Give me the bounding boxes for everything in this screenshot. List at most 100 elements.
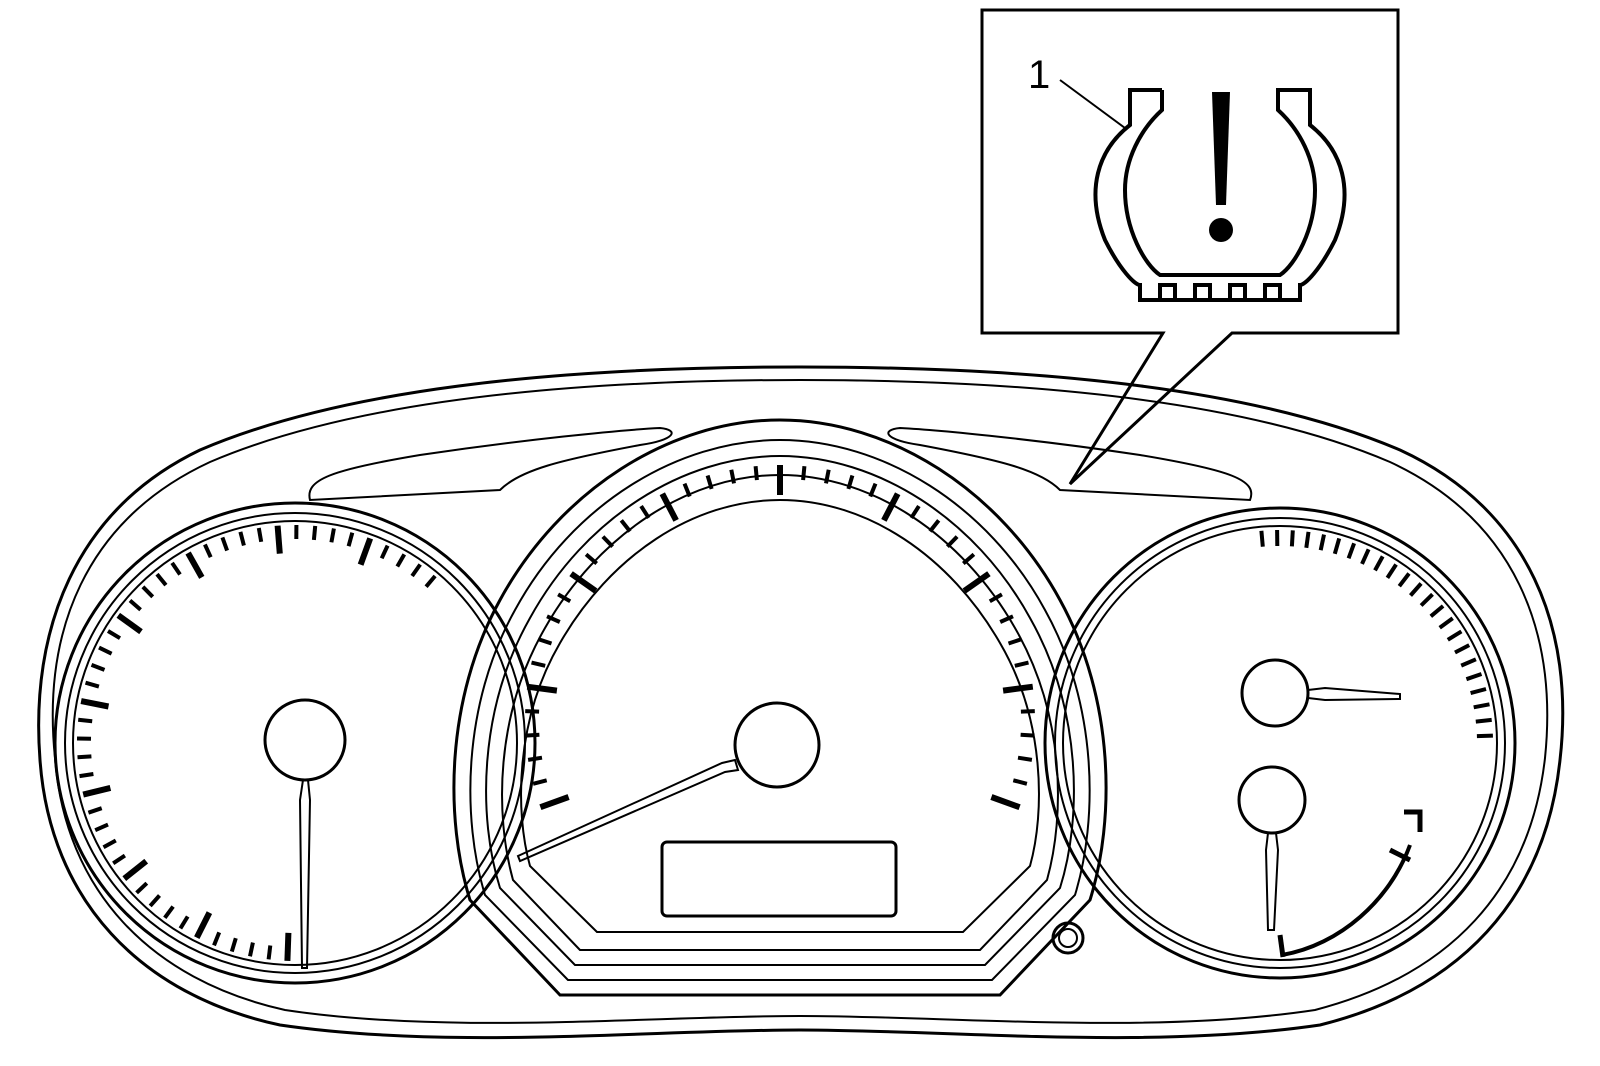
left-gauge-minor-tick bbox=[106, 629, 122, 640]
cluster-housing-inner bbox=[51, 378, 1549, 1024]
center-gauge-minor-tick bbox=[525, 732, 540, 738]
right-gauge-minor-tick bbox=[1259, 530, 1265, 547]
left-gauge-minor-tick bbox=[379, 544, 390, 560]
center-gauge-major-tick bbox=[539, 794, 570, 811]
tire-outline-inner bbox=[1122, 90, 1317, 277]
center-gauge-minor-tick bbox=[801, 466, 807, 481]
callout-leader-line bbox=[1059, 79, 1126, 129]
center-gauge-minor-tick bbox=[537, 637, 553, 646]
right-gauge-bezel bbox=[1043, 506, 1517, 980]
left-gauge-minor-tick bbox=[203, 543, 213, 559]
center-gauge-minor-tick bbox=[824, 469, 831, 484]
right-gauge-minor-tick bbox=[1409, 582, 1423, 597]
center-gauge-minor-tick bbox=[639, 505, 651, 519]
left-gauge-minor-tick bbox=[77, 754, 92, 760]
right-gauge-minor-tick bbox=[1318, 534, 1326, 551]
right-gauge-minor-tick bbox=[1289, 530, 1295, 547]
right-gauge-minor-tick bbox=[1476, 733, 1493, 739]
center-gauge-minor-tick bbox=[945, 535, 959, 548]
center-gauge-minor-tick bbox=[619, 519, 632, 533]
center-gauge-minor-tick bbox=[846, 474, 855, 490]
fuel-scale-arc bbox=[1281, 844, 1412, 957]
right-gauge-minor-tick bbox=[1332, 537, 1342, 555]
right-gauge-minor-tick bbox=[1385, 563, 1398, 579]
trip-reset-knob bbox=[1051, 921, 1085, 955]
left-gauge-major-tick bbox=[185, 551, 205, 579]
center-gauge-minor-tick bbox=[999, 614, 1014, 624]
left-gauge-needle bbox=[298, 779, 312, 969]
center-gauge-needle bbox=[516, 758, 740, 863]
brow-trim-left bbox=[308, 426, 673, 502]
right-gauge-minor-tick bbox=[1429, 604, 1445, 618]
left-gauge-minor-tick bbox=[128, 598, 142, 612]
right-gauge-minor-tick bbox=[1419, 592, 1434, 607]
left-gauge-minor-tick bbox=[410, 563, 422, 578]
left-gauge-minor-tick bbox=[79, 772, 94, 779]
exclamation-bar bbox=[1212, 92, 1230, 205]
center-gauge-minor-tick bbox=[729, 469, 736, 484]
left-gauge-minor-tick bbox=[238, 531, 246, 546]
left-gauge-ticks bbox=[76, 524, 437, 962]
center-gauge-minor-tick bbox=[928, 519, 941, 533]
left-gauge-minor-tick bbox=[148, 894, 161, 908]
right-lower-needle bbox=[1264, 832, 1280, 931]
center-gauge-minor-tick bbox=[868, 482, 878, 498]
left-gauge-minor-tick bbox=[395, 553, 407, 568]
right-gauge-minor-tick bbox=[1397, 572, 1411, 588]
left-gauge-major-tick bbox=[284, 932, 292, 962]
left-gauge-minor-tick bbox=[163, 905, 175, 919]
center-bezel-inner bbox=[485, 454, 1075, 966]
left-gauge-minor-tick bbox=[248, 942, 255, 957]
center-gauge-major-tick bbox=[1002, 683, 1034, 694]
center-bezel-mid bbox=[469, 438, 1091, 981]
left-gauge-bezel bbox=[53, 501, 537, 985]
tire-outline-outer bbox=[1093, 88, 1347, 302]
center-gauge-minor-tick bbox=[682, 482, 692, 498]
right-gauge-face bbox=[1062, 525, 1498, 961]
center-scale-inner-arc bbox=[520, 498, 1040, 933]
left-gauge-minor-tick bbox=[329, 528, 336, 543]
center-gauge-minor-tick bbox=[527, 755, 543, 762]
left-gauge-major-tick bbox=[116, 612, 143, 635]
brow-trim-right bbox=[887, 426, 1253, 502]
callout-number: 1 bbox=[1028, 53, 1050, 97]
right-gauge-minor-tick bbox=[1304, 531, 1311, 549]
right-upper-needle bbox=[1307, 686, 1401, 702]
left-gauge-minor-tick bbox=[178, 915, 190, 930]
center-gauge-minor-tick bbox=[531, 660, 546, 668]
fuel-mark-bottom bbox=[1277, 934, 1286, 958]
cluster-housing-outer bbox=[37, 365, 1565, 1040]
left-gauge-minor-tick bbox=[84, 680, 100, 689]
left-gauge-hub bbox=[263, 698, 347, 782]
right-gauge-minor-tick bbox=[1446, 629, 1463, 642]
left-gauge-major-tick bbox=[274, 525, 283, 554]
left-gauge-major-tick bbox=[194, 911, 213, 939]
right-gauge-ring bbox=[1054, 517, 1506, 969]
left-gauge-minor-tick bbox=[102, 838, 117, 849]
fuel-mark-mid bbox=[1388, 847, 1412, 863]
left-gauge-minor-tick bbox=[112, 853, 126, 865]
center-gauge-major-tick bbox=[990, 794, 1021, 811]
center-gauge-hub bbox=[733, 701, 821, 789]
trip-reset-knob-center bbox=[1058, 928, 1078, 948]
left-gauge-minor-tick bbox=[141, 585, 155, 599]
right-gauge-minor-tick bbox=[1454, 643, 1471, 655]
right-gauge-minor-tick bbox=[1373, 555, 1385, 572]
left-gauge-minor-tick bbox=[424, 574, 437, 588]
left-gauge-minor-tick bbox=[77, 717, 93, 724]
left-gauge-minor-tick bbox=[220, 536, 229, 552]
right-gauge-minor-tick bbox=[1346, 542, 1356, 559]
left-gauge-face bbox=[72, 520, 518, 966]
center-gauge-minor-tick bbox=[909, 505, 921, 519]
right-gauge-minor-tick bbox=[1460, 657, 1477, 668]
right-gauge bbox=[1043, 506, 1517, 980]
left-gauge bbox=[53, 501, 537, 985]
tire-tread bbox=[1140, 283, 1282, 302]
exclamation-dot bbox=[1209, 218, 1233, 242]
center-gauge bbox=[452, 418, 1108, 997]
center-gauge-minor-tick bbox=[753, 466, 759, 481]
left-gauge-minor-tick bbox=[87, 806, 103, 815]
left-gauge-minor-tick bbox=[256, 527, 264, 543]
